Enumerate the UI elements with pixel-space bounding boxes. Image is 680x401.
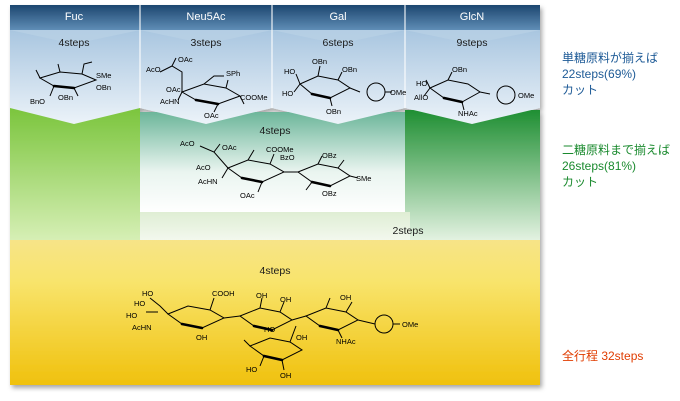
note-line: カット <box>562 175 599 189</box>
chem-label: OAc <box>204 111 219 120</box>
chem-label: OAc <box>222 143 237 152</box>
chem-label: SMe <box>96 71 111 80</box>
flow-background <box>10 5 540 385</box>
column-steps-fuc: 4steps <box>59 37 90 49</box>
chem-label: AcHN <box>198 177 218 186</box>
chem-label: OH <box>280 295 291 304</box>
chem-label: AcO <box>196 163 211 172</box>
chem-label: COOMe <box>240 93 268 102</box>
chem-label: AllO <box>414 93 428 102</box>
galactose-structure: OBn HO OBn HO OMe OBn <box>282 57 406 116</box>
chem-label: NHAc <box>458 109 478 118</box>
lime-band <box>10 105 140 240</box>
final-steps: 4steps <box>260 265 291 277</box>
green-band <box>405 110 540 240</box>
chem-label: OMe <box>402 320 418 329</box>
chem-label: OH <box>196 333 207 342</box>
chem-label: COOMe <box>266 145 294 154</box>
chem-label: OH <box>296 333 307 342</box>
chem-label: HO <box>284 67 295 76</box>
coupling-steps: 2steps <box>393 225 424 237</box>
chem-label: AcHN <box>160 97 180 106</box>
monosaccharide-band <box>10 30 540 124</box>
chem-label: AcO <box>146 65 161 74</box>
neu5ac-structure: AcO OAc SPh OAc AcHN COOMe OAc <box>146 55 268 120</box>
chem-label: OBn <box>452 65 467 74</box>
chem-label: HO <box>142 289 153 298</box>
chem-label: OBn <box>58 93 73 102</box>
header-chevrons <box>10 30 540 44</box>
note-line: 二糖原料まで揃えば <box>562 143 671 157</box>
note-line: カット <box>562 83 599 97</box>
chem-label: SPh <box>226 69 240 78</box>
disaccharide-band <box>140 112 405 212</box>
chem-label: HO <box>126 311 137 320</box>
chem-label: HO <box>246 365 257 374</box>
chem-label: OBn <box>96 83 111 92</box>
column-title-neu5ac: Neu5Ac <box>186 11 226 23</box>
column-steps-glcn: 9steps <box>457 37 488 49</box>
column-steps-neu5ac: 3steps <box>191 37 222 49</box>
fucose-structure: SMe OBn BnO OBn <box>30 61 111 106</box>
chem-label: OBn <box>312 57 327 66</box>
chem-label: NHAc <box>336 337 356 346</box>
chem-label: HO <box>264 325 275 334</box>
note-disaccharide: 二糖原料まで揃えば 26steps(81%) カット <box>562 142 670 190</box>
chem-label: OAc <box>240 191 255 200</box>
chem-label: HO <box>282 89 293 98</box>
chem-label: HO <box>416 79 427 88</box>
column-title-fuc: Fuc <box>65 11 84 23</box>
chem-label: OH <box>280 371 291 380</box>
chem-label: COOH <box>212 289 235 298</box>
disaccharide-steps: 4steps <box>260 125 291 137</box>
header-band <box>10 5 540 30</box>
chem-label: BnO <box>30 97 45 106</box>
note-line: 単糖原料が揃えば <box>562 51 659 65</box>
chem-label: OMe <box>518 91 534 100</box>
column-headers: Fuc Neu5Ac Gal GlcN 4steps 3steps 6steps… <box>59 11 488 49</box>
final-product-structure: HO COOH HO OH OH HO OH AcHN OH OMe HO OH… <box>126 289 418 380</box>
chem-label: BzO <box>280 153 295 162</box>
note-total: 全行程 32steps <box>562 348 643 364</box>
glcn-structure: OBn HO AllO NHAc OMe <box>414 65 534 118</box>
chem-label: OBn <box>326 107 341 116</box>
note-line: 全行程 32steps <box>562 349 644 363</box>
note-monosaccharide: 単糖原料が揃えば 22steps(69%) カット <box>562 50 658 98</box>
chem-label: AcO <box>180 139 195 148</box>
column-title-gal: Gal <box>329 11 346 23</box>
chem-label: OBn <box>342 65 357 74</box>
note-line: 22steps(69%) <box>562 67 637 81</box>
chem-label: OAc <box>166 85 181 94</box>
chem-label: OH <box>340 293 351 302</box>
column-steps-gal: 6steps <box>323 37 354 49</box>
chem-label: OBz <box>322 189 337 198</box>
chem-label: OAc <box>178 55 193 64</box>
chem-label: SMe <box>356 174 371 183</box>
chem-label: OH <box>256 291 267 300</box>
chem-label: OMe <box>390 88 406 97</box>
chem-label: OBz <box>322 151 337 160</box>
chem-label: HO <box>134 299 145 308</box>
column-title-glcn: GlcN <box>460 11 485 23</box>
final-stage-band <box>10 212 540 385</box>
note-line: 26steps(81%) <box>562 159 637 173</box>
disaccharide-structure: AcO OAc COOMe BzO OBz AcO AcHN SMe OAc O… <box>180 139 371 200</box>
coupling-band <box>140 212 410 240</box>
chem-label: AcHN <box>132 323 152 332</box>
